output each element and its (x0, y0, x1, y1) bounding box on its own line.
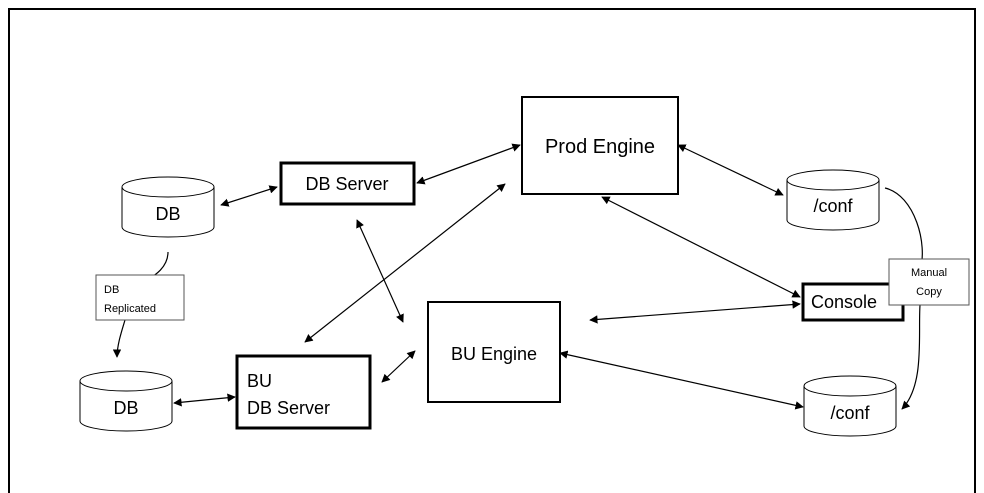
manual-copy-note (888, 258, 970, 306)
conf-top-cylinder (786, 169, 880, 231)
conf-top-label: /conf (813, 196, 853, 216)
connector-bu-confbottom (559, 350, 804, 410)
bu-db-server-label-line2: DB Server (247, 398, 330, 418)
bu-db-server-box (235, 354, 372, 430)
connector-dbbottom-budbserver (173, 393, 236, 407)
bu-db-server-label-line1: BU (247, 371, 272, 391)
db-replicated-line1: DB (104, 284, 119, 296)
db-top-cylinder (121, 176, 215, 238)
db-top-label: DB (155, 204, 180, 224)
db-server-label: DB Server (305, 174, 388, 194)
db-bottom-label: DB (113, 398, 138, 418)
connectors (117, 143, 923, 410)
db-replicated-note (95, 274, 185, 321)
bu-engine-box (427, 301, 561, 403)
connector-prod-console (601, 196, 801, 298)
bu-engine-label: BU Engine (451, 344, 537, 364)
db-server-box (279, 161, 416, 206)
connector-prod-conftop (677, 144, 784, 196)
connector-bu-console (589, 300, 801, 324)
connector-bud-prod (304, 183, 506, 343)
console-label: Console (811, 292, 877, 312)
db-bottom-cylinder (79, 370, 173, 432)
connector-db-dbserver (220, 185, 278, 207)
connector-budbserver-bu (381, 350, 416, 383)
prod-engine-box (521, 96, 679, 195)
prod-engine-label: Prod Engine (545, 136, 655, 158)
conf-bottom-cylinder (803, 375, 897, 437)
db-replicated-line2: Replicated (104, 303, 156, 315)
connector-dbserver-bu (356, 219, 404, 323)
connector-dbserver-prod (416, 143, 521, 185)
manual-copy-line1: Manual (911, 267, 947, 279)
conf-bottom-label: /conf (830, 403, 870, 423)
manual-copy-line2: Copy (916, 286, 942, 298)
